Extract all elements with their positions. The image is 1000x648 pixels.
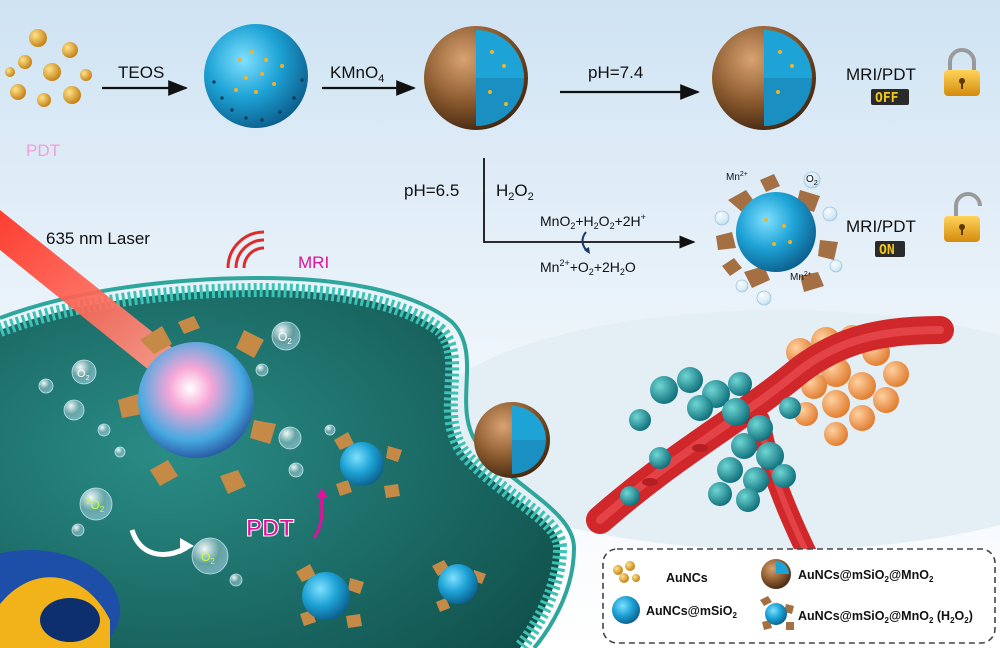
branch-condition-h2o2: H2O2 <box>496 181 534 203</box>
degraded-particle-icon <box>714 171 843 306</box>
o2-label-b: O2 <box>278 330 292 346</box>
legend-box <box>602 548 996 644</box>
legend-degraded-icon <box>760 596 794 630</box>
pdt-arrow-head <box>316 488 328 498</box>
legend-item-aunc-msio2: AuNCs@mSiO2 <box>646 604 738 620</box>
aunc-cluster-icon <box>5 29 92 107</box>
aunc-msio2-mno2-sphere-ph74-icon <box>712 26 816 130</box>
legend-aunc-msio2-mno2-icon <box>761 559 791 589</box>
branch-arrow <box>483 158 696 249</box>
state-off-label: MRI/PDT <box>846 65 916 84</box>
legend-aunc-msio2-icon <box>612 596 640 624</box>
reaction-reactants: MnO2+H2O2+2H+ <box>540 212 646 231</box>
singlet-o2-label: O2 <box>201 550 215 566</box>
conversion-arrow-head <box>180 538 194 554</box>
state-on-label: MRI/PDT <box>846 217 916 236</box>
legend-item-aunc: AuNCs <box>666 571 708 585</box>
cell-body <box>0 275 577 648</box>
on-badge-bg <box>875 241 905 257</box>
laser-beam <box>0 210 200 400</box>
intracellular-particles <box>296 432 486 628</box>
mri-label: MRI <box>298 253 329 272</box>
reaction-curved-arrow-head <box>584 247 590 254</box>
o2-label-a: O2 <box>77 368 90 382</box>
conversion-arrow <box>129 529 188 557</box>
pdt-arrow <box>312 495 324 539</box>
reaction-products: Mn2++O2+2H2O <box>540 258 636 277</box>
off-badge-bg <box>871 89 909 105</box>
particle-mn-label-a: Mn2+ <box>726 171 748 183</box>
triplet-o2-label: 3O2 <box>86 497 105 514</box>
accumulated-particles <box>620 367 801 512</box>
mri-signal-icon <box>226 230 265 269</box>
irradiated-particle-icon <box>118 316 276 494</box>
step1-reagent: TEOS <box>118 63 164 82</box>
pdt-label: PDT <box>246 515 294 542</box>
aunc-msio2-mno2-sphere-icon <box>424 26 528 130</box>
aunc-msio2-sphere-icon <box>204 24 308 128</box>
precursor-label: PDT <box>26 141 60 160</box>
state-off-badge: OFF <box>875 91 899 106</box>
particle-mn-label-b: Mn2+ <box>790 271 812 283</box>
step3-condition: pH=7.4 <box>588 63 643 82</box>
legend-item-aunc-msio2-mno2: AuNCs@mSiO2@MnO2 <box>798 568 934 584</box>
nucleus-icon <box>0 550 120 648</box>
particle-o2-label: O2 <box>806 174 818 187</box>
branch-condition-ph: pH=6.5 <box>404 181 459 200</box>
oxygen-bubbles <box>38 321 336 587</box>
entering-particle-icon <box>474 402 550 478</box>
lock-open-icon <box>944 192 982 242</box>
lock-closed-icon <box>944 48 980 96</box>
state-on-badge: ON <box>879 243 895 258</box>
step2-reagent: KMnO4 <box>330 63 384 85</box>
legend-item-aunc-msio2-mno2-h2o2: AuNCs@mSiO2@MnO2 (H2O2) <box>798 609 973 625</box>
laser-label: 635 nm Laser <box>46 229 150 248</box>
legend-aunc-icon <box>613 561 640 583</box>
